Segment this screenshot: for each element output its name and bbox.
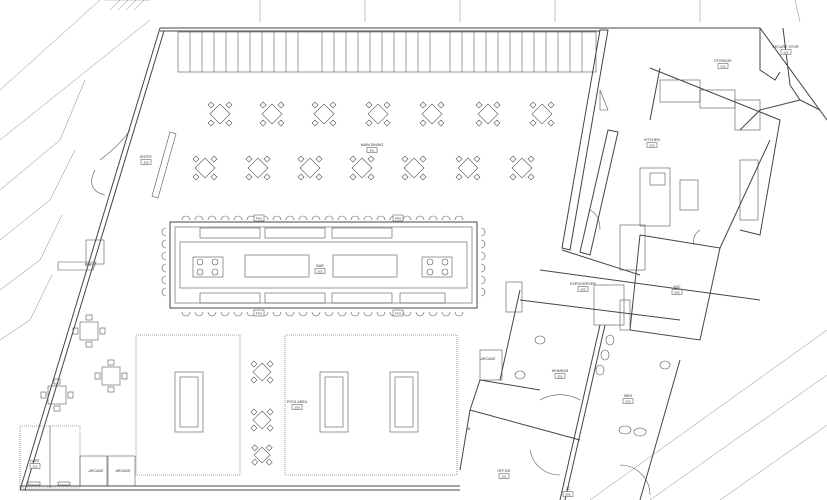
tag-labels: ARCADE ARCADE ARCADE DLV JB — [85, 263, 496, 473]
tag-arcade-2: ARCADE — [116, 469, 132, 473]
svg-text:203: 203 — [32, 464, 37, 468]
svg-text:203: 203 — [294, 405, 299, 409]
svg-text:000: 000 — [557, 374, 562, 378]
hatch — [105, 0, 150, 11]
svg-text:301: 301 — [369, 148, 374, 152]
svg-text:DART: DART — [30, 459, 41, 463]
bar-stools — [161, 215, 486, 317]
lounge-tables — [40, 239, 128, 412]
bar-counter — [169, 221, 478, 309]
tag-jb: JB — [466, 427, 471, 431]
pos-terminals: POS POS POS POS — [253, 214, 404, 317]
kitchen-equipment — [589, 79, 761, 331]
tag-dlv: DLV — [85, 263, 92, 267]
entry-partition — [91, 129, 177, 199]
svg-text:000: 000 — [649, 143, 654, 147]
svg-text:STORAGE: STORAGE — [714, 59, 732, 63]
svg-text:OFFICE: OFFICE — [497, 469, 511, 473]
restroom-fixtures — [479, 281, 671, 496]
tag-arcade-1: ARCADE — [89, 469, 105, 473]
dart-arcade — [19, 425, 136, 489]
svg-text:WOMENS: WOMENS — [552, 369, 569, 373]
svg-text:000: 000 — [783, 50, 788, 54]
svg-text:000: 000 — [625, 399, 630, 403]
svg-text:SECURE STOR.: SECURE STOR. — [773, 45, 800, 49]
svg-text:000: 000 — [674, 290, 679, 294]
pool-tables — [135, 334, 458, 476]
svg-text:000: 000 — [720, 64, 725, 68]
back-of-house-walls — [459, 29, 781, 500]
svg-text:MEN: MEN — [624, 394, 632, 398]
svg-text:JC: JC — [566, 487, 571, 491]
svg-text:000: 000 — [580, 287, 585, 291]
pool-side-tables — [250, 360, 274, 466]
svg-text:POS: POS — [395, 217, 401, 221]
svg-text:POS: POS — [256, 312, 262, 316]
window-bank — [177, 31, 597, 73]
dining-tables — [192, 101, 555, 181]
room-label-secure-storage: SECURE STOR.000 — [773, 45, 800, 55]
svg-text:POS: POS — [256, 217, 262, 221]
svg-text:202: 202 — [317, 269, 322, 273]
svg-text:WIC: WIC — [674, 285, 681, 289]
svg-text:POOL AREA: POOL AREA — [287, 400, 308, 404]
svg-text:201: 201 — [501, 474, 506, 478]
svg-text:300: 300 — [143, 160, 148, 164]
svg-text:EXPO/SERVER: EXPO/SERVER — [570, 282, 596, 286]
svg-text:POS: POS — [395, 312, 401, 316]
exterior-walls — [19, 27, 827, 491]
svg-text:ENTRY: ENTRY — [140, 155, 153, 159]
svg-text:000: 000 — [565, 492, 570, 496]
svg-text:BAR: BAR — [316, 264, 324, 268]
tag-arcade-3: ARCADE — [481, 357, 497, 361]
svg-text:KITCHEN: KITCHEN — [644, 138, 660, 142]
svg-text:MAIN DINING: MAIN DINING — [361, 143, 384, 147]
